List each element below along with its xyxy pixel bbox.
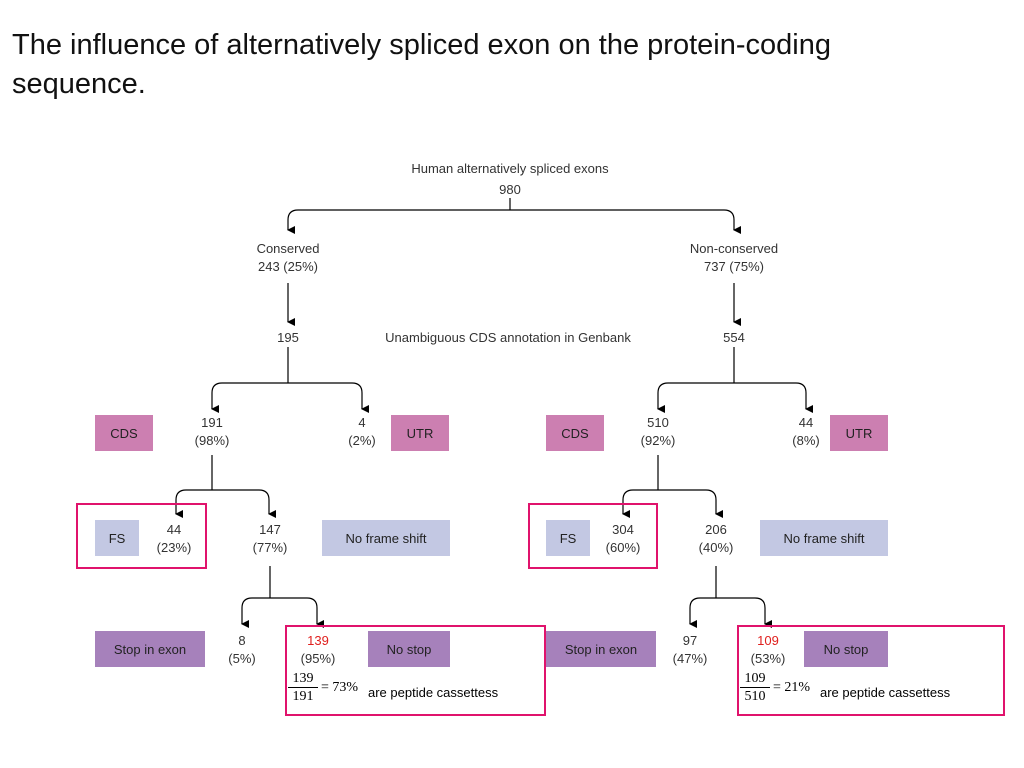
- left-nostop-box: No stop: [368, 631, 450, 667]
- right-category-value: 737 (75%): [704, 259, 764, 274]
- left-fraction: 139 191: [288, 670, 318, 705]
- right-annotated-count: 554: [723, 330, 745, 345]
- right-nostop-box: No stop: [804, 631, 888, 667]
- right-nostop-pct: (53%): [750, 651, 786, 666]
- right-caption: are peptide cassettess: [820, 685, 951, 700]
- right-category: Non-conserved: [689, 241, 779, 256]
- right-nostop-highlight: [737, 625, 1005, 716]
- left-category: Conserved: [256, 241, 320, 256]
- left-stop-count: 8: [238, 633, 246, 648]
- slide-title: The influence of alternatively spliced e…: [12, 29, 831, 100]
- left-utr-pct: (2%): [348, 433, 376, 448]
- right-nofs-pct: (40%): [698, 540, 734, 555]
- right-utr-pct: (8%): [792, 433, 820, 448]
- left-cds-count: 191: [201, 415, 223, 430]
- left-fs-box: FS: [95, 520, 139, 556]
- right-stop-pct: (47%): [672, 651, 708, 666]
- right-utr-box: UTR: [830, 415, 888, 451]
- right-fs-pct: (60%): [605, 540, 641, 555]
- left-nofs-pct: (77%): [252, 540, 288, 555]
- root-label: Human alternatively spliced exons: [411, 161, 609, 176]
- right-fs-box: FS: [546, 520, 590, 556]
- right-stop-box: Stop in exon: [546, 631, 656, 667]
- left-stop-box: Stop in exon: [95, 631, 205, 667]
- left-category-value: 243 (25%): [258, 259, 318, 274]
- left-nostop-highlight: [285, 625, 546, 716]
- left-cds-pct: (98%): [194, 433, 230, 448]
- left-fs-highlight: [76, 503, 207, 569]
- left-nofs-count: 147: [259, 522, 281, 537]
- right-nostop-count: 109: [757, 633, 779, 648]
- right-stop-count: 97: [682, 633, 698, 648]
- left-nostop-pct: (95%): [300, 651, 336, 666]
- right-fraction-result: = 21%: [773, 680, 811, 695]
- left-annotated-count: 195: [277, 330, 299, 345]
- right-nofs-count: 206: [705, 522, 727, 537]
- left-fs-count: 44: [166, 522, 182, 537]
- left-fs-pct: (23%): [156, 540, 192, 555]
- right-cds-count: 510: [647, 415, 669, 430]
- left-caption: are peptide cassettess: [368, 685, 499, 700]
- right-cds-pct: (92%): [640, 433, 676, 448]
- right-fs-highlight: [528, 503, 658, 569]
- right-fraction-denominator: 510: [744, 689, 766, 704]
- left-cds-box: CDS: [95, 415, 153, 451]
- right-fs-count: 304: [612, 522, 634, 537]
- right-nofs-box: No frame shift: [760, 520, 888, 556]
- right-fraction: 109 510: [740, 670, 770, 705]
- left-stop-pct: (5%): [228, 651, 256, 666]
- left-nofs-box: No frame shift: [322, 520, 450, 556]
- right-utr-count: 44: [798, 415, 814, 430]
- right-fraction-numerator: 109: [740, 670, 770, 688]
- left-utr-box: UTR: [391, 415, 449, 451]
- left-utr-count: 4: [358, 415, 366, 430]
- left-fraction-result: = 73%: [321, 680, 359, 695]
- root-count: 980: [499, 182, 521, 197]
- right-cds-box: CDS: [546, 415, 604, 451]
- left-fraction-numerator: 139: [288, 670, 318, 688]
- left-fraction-denominator: 191: [292, 689, 314, 704]
- annotation-label: Unambiguous CDS annotation in Genbank: [385, 330, 631, 345]
- left-nostop-count: 139: [307, 633, 329, 648]
